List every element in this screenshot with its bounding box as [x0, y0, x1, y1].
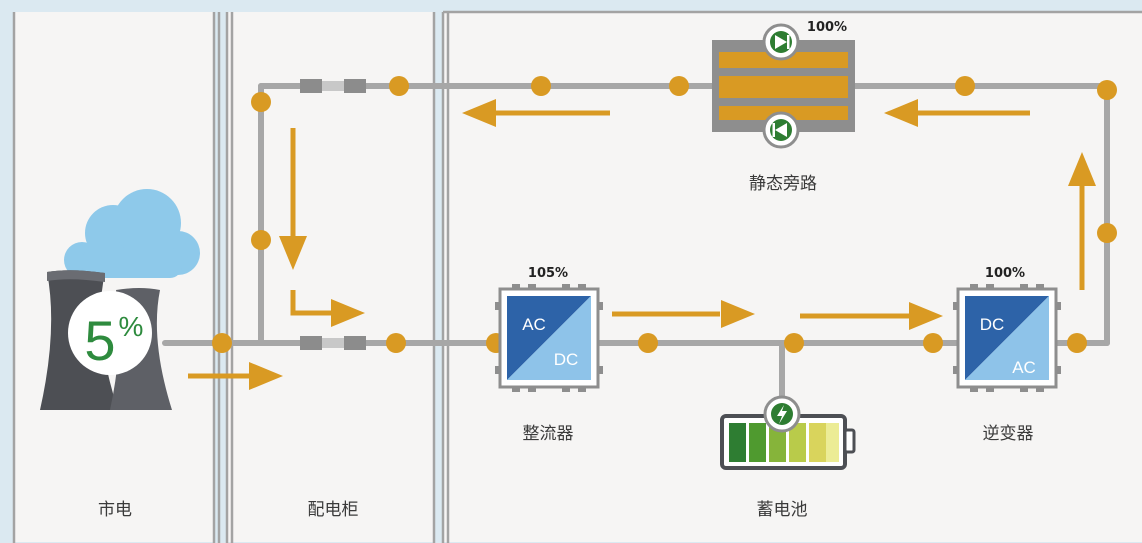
breaker-top — [300, 79, 366, 93]
inverter-label: 逆变器 — [983, 424, 1034, 444]
rectifier: AC DC — [495, 284, 603, 392]
rectifier-output-label: DC — [554, 350, 579, 369]
cloud-icon — [64, 189, 200, 278]
grid-load-value: 5 — [84, 309, 115, 372]
inverter: DC AC — [953, 284, 1061, 392]
grid-load-unit: % — [119, 311, 144, 342]
inverter-output-label: AC — [1012, 358, 1036, 377]
bypass-percentage: 100% — [807, 20, 847, 35]
battery-icon — [720, 414, 856, 470]
distribution-label: 配电柜 — [308, 500, 359, 520]
grid-load-badge: 5 % — [68, 291, 152, 375]
bypass-label: 静态旁路 — [749, 174, 817, 194]
static-bypass — [712, 23, 855, 149]
inverter-percentage: 100% — [985, 266, 1025, 281]
rectifier-percentage: 105% — [528, 266, 568, 281]
diode-icon — [762, 111, 800, 149]
rectifier-input-label: AC — [522, 315, 546, 334]
flow-arrows — [188, 99, 1096, 390]
breaker-bottom — [300, 336, 366, 350]
inverter-input-label: DC — [980, 315, 1005, 334]
grid-label: 市电 — [98, 500, 132, 520]
top-strip — [0, 0, 440, 12]
lightning-icon — [763, 395, 801, 433]
diode-icon — [762, 23, 800, 61]
battery-label: 蓄电池 — [757, 500, 808, 520]
junction-dots — [212, 76, 1117, 353]
rectifier-label: 整流器 — [523, 424, 574, 444]
